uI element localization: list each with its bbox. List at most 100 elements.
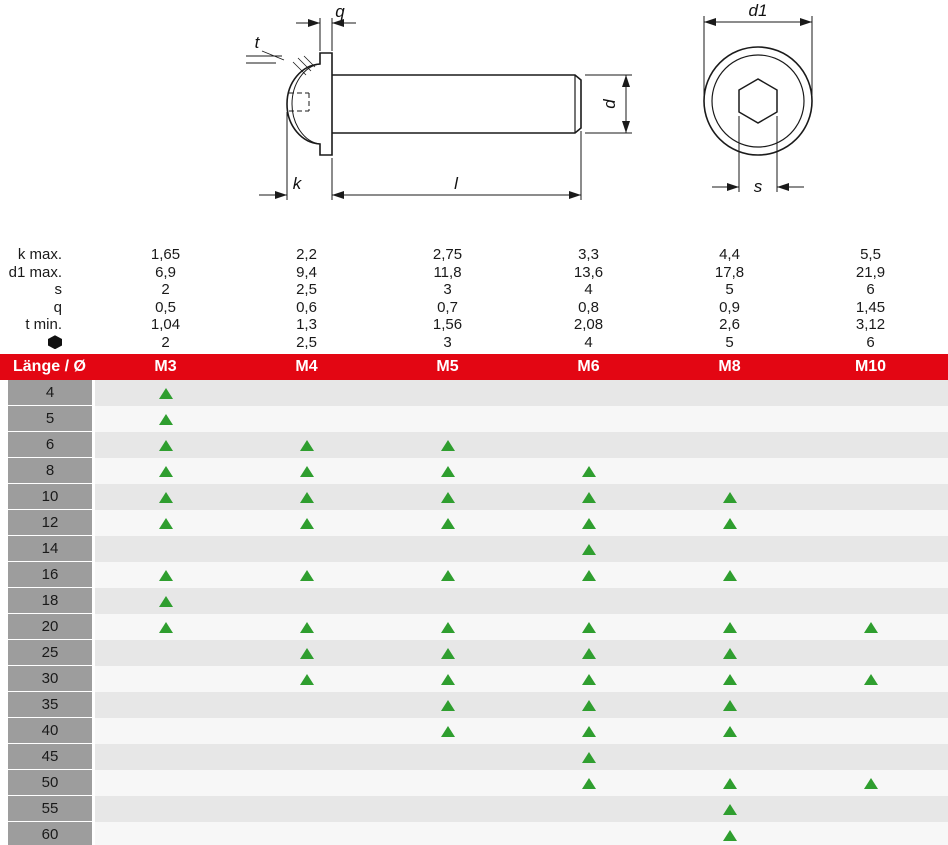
dim-k-l [259, 112, 582, 200]
availability-triangle-icon [440, 673, 455, 685]
technical-drawing-area: q t k l d d1 s [0, 0, 948, 244]
spec-value: 2,75 [432, 246, 463, 264]
availability-triangle-icon [722, 829, 737, 841]
length-label: 5 [0, 406, 95, 432]
availability-cell [377, 380, 518, 406]
availability-cell [95, 614, 236, 640]
availability-cell [377, 614, 518, 640]
spec-value: 21,9 [855, 263, 886, 281]
length-label: 14 [0, 536, 95, 562]
availability-triangle-icon [299, 647, 314, 659]
spec-value: 11,8 [433, 263, 462, 281]
length-label: 60 [0, 822, 95, 845]
availability-cell [95, 796, 236, 822]
availability-cell [518, 744, 659, 770]
availability-cell [377, 510, 518, 536]
availability-cell [659, 458, 800, 484]
availability-cell [236, 432, 377, 458]
availability-cell [800, 692, 941, 718]
spec-value: 2,5 [296, 281, 317, 299]
matrix-row-14: 14 [0, 536, 948, 562]
availability-triangle-icon [440, 491, 455, 503]
spec-value: 1,3 [296, 316, 317, 334]
availability-cell [236, 614, 377, 640]
dim-label-s: s [754, 177, 763, 196]
availability-cell [659, 770, 800, 796]
availability-cell [659, 666, 800, 692]
availability-cell [95, 380, 236, 406]
matrix-row-18: 18 [0, 588, 948, 614]
availability-triangle-icon [581, 699, 596, 711]
length-label: 25 [0, 640, 95, 666]
dim-label-q: q [335, 2, 345, 21]
matrix-row-40: 40 [0, 718, 948, 744]
length-label: 10 [0, 484, 95, 510]
spec-value: 0,5 [155, 298, 176, 316]
availability-cell [377, 822, 518, 845]
availability-cell [659, 588, 800, 614]
column-header-m8: M8 [718, 358, 741, 375]
matrix-row-30: 30 [0, 666, 948, 692]
matrix-row-50: 50 [0, 770, 948, 796]
availability-cell [800, 432, 941, 458]
availability-triangle-icon [581, 673, 596, 685]
dim-d [585, 74, 632, 134]
spec-value: 1,04 [150, 316, 181, 334]
availability-cell [236, 822, 377, 845]
availability-cell [236, 510, 377, 536]
availability-cell [236, 770, 377, 796]
availability-cell [236, 666, 377, 692]
availability-cell [659, 796, 800, 822]
spec-value: 1,65 [150, 246, 181, 264]
availability-triangle-icon [863, 777, 878, 789]
column-header-m4: M4 [295, 358, 318, 375]
spec-value: 0,7 [437, 298, 458, 316]
matrix-row-35: 35 [0, 692, 948, 718]
availability-cell [518, 380, 659, 406]
availability-triangle-icon [440, 517, 455, 529]
availability-cell [236, 484, 377, 510]
availability-cell [659, 692, 800, 718]
availability-triangle-icon [863, 621, 878, 633]
spec-row-label: d1 max. [8, 263, 62, 281]
availability-triangle-icon [440, 465, 455, 477]
matrix-row-5: 5 [0, 406, 948, 432]
dim-q [296, 18, 356, 51]
matrix-row-60: 60 [0, 822, 948, 845]
availability-cell [95, 562, 236, 588]
availability-triangle-icon [722, 803, 737, 815]
availability-triangle-icon [299, 465, 314, 477]
hidden-socket-lines [289, 92, 310, 112]
availability-triangle-icon [722, 621, 737, 633]
matrix-row-8: 8 [0, 458, 948, 484]
length-label: 6 [0, 432, 95, 458]
spec-value: 3 [443, 333, 452, 351]
availability-triangle-icon [581, 543, 596, 555]
spec-value: 0,9 [719, 298, 740, 316]
availability-cell [95, 484, 236, 510]
matrix-row-10: 10 [0, 484, 948, 510]
availability-triangle-icon [581, 751, 596, 763]
availability-cell [377, 666, 518, 692]
availability-cell [95, 406, 236, 432]
availability-cell [95, 432, 236, 458]
spec-value: 2 [161, 281, 170, 299]
section-hatch [292, 55, 316, 76]
availability-cell [377, 458, 518, 484]
availability-cell [95, 692, 236, 718]
spec-value: 0,6 [296, 298, 317, 316]
spec-value: 4,4 [719, 246, 740, 264]
spec-value: 5 [725, 281, 734, 299]
availability-triangle-icon [581, 465, 596, 477]
availability-triangle-icon [158, 595, 173, 607]
availability-cell [95, 744, 236, 770]
availability-cell [95, 718, 236, 744]
availability-cell [800, 406, 941, 432]
availability-cell [518, 718, 659, 744]
availability-cell [236, 718, 377, 744]
length-label: 50 [0, 770, 95, 796]
availability-cell [518, 458, 659, 484]
